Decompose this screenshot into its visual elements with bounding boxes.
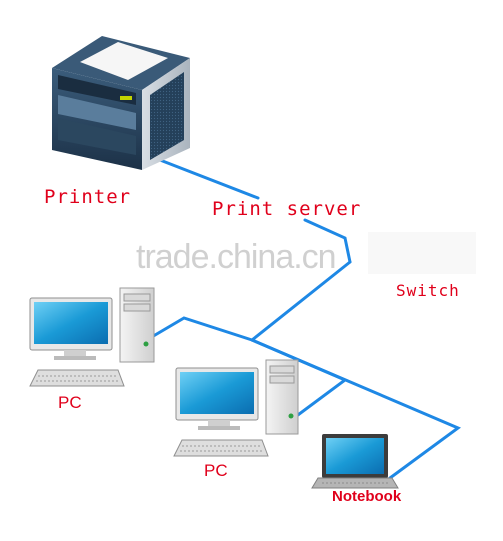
- link-switch-to-backbone: [250, 260, 352, 342]
- link-pc1-to-backbone: [148, 316, 254, 342]
- link-server-to-switch: [303, 218, 352, 264]
- print-server-label: Print server: [212, 198, 362, 220]
- pc-1-label: PC: [58, 393, 82, 412]
- notebook-icon: [311, 434, 399, 489]
- printer-icon: [52, 36, 190, 170]
- pc-2-icon: [173, 359, 299, 457]
- pc-2-label: PC: [204, 461, 228, 480]
- pc-1-icon: [29, 287, 155, 387]
- notebook-label: Notebook: [332, 488, 402, 505]
- switch-label: Switch: [396, 281, 460, 300]
- watermark: trade.china.cn: [136, 238, 337, 276]
- switch-icon: [368, 232, 476, 274]
- link-printer-to-server: [158, 158, 260, 200]
- printer-label: Printer: [44, 186, 132, 208]
- network-links: [148, 158, 462, 480]
